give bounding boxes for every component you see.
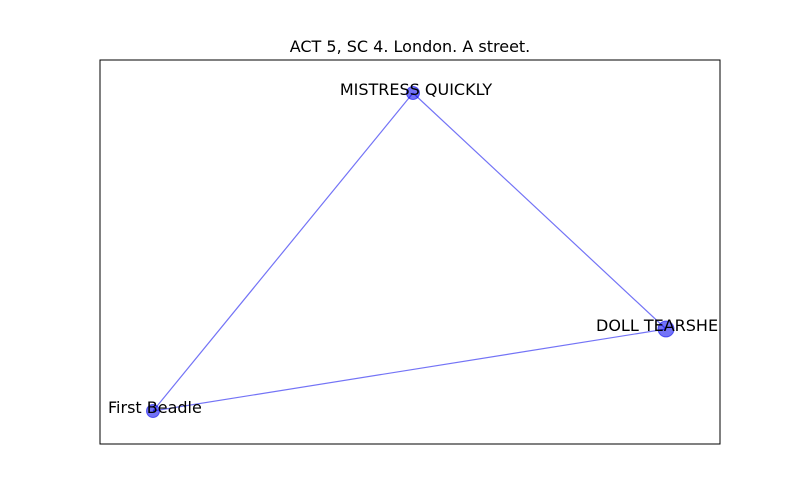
node-label-doll: DOLL TEARSHE <box>596 316 718 335</box>
node-doll <box>657 320 675 338</box>
node-layer <box>146 86 675 418</box>
edge-doll-beadle <box>152 328 667 412</box>
edge-layer <box>152 92 667 412</box>
node-beadle <box>146 404 160 418</box>
label-layer: MISTRESS QUICKLY DOLL TEARSHE First Beadle <box>108 80 718 417</box>
plot-frame <box>99 59 721 445</box>
edge-mistress-doll <box>412 92 667 330</box>
node-label-beadle: First Beadle <box>108 398 202 417</box>
figure-title: ACT 5, SC 4. London. A street. <box>290 37 531 56</box>
node-mistress <box>406 86 420 100</box>
node-label-mistress: MISTRESS QUICKLY <box>340 80 493 99</box>
edge-mistress-beadle <box>152 92 414 412</box>
